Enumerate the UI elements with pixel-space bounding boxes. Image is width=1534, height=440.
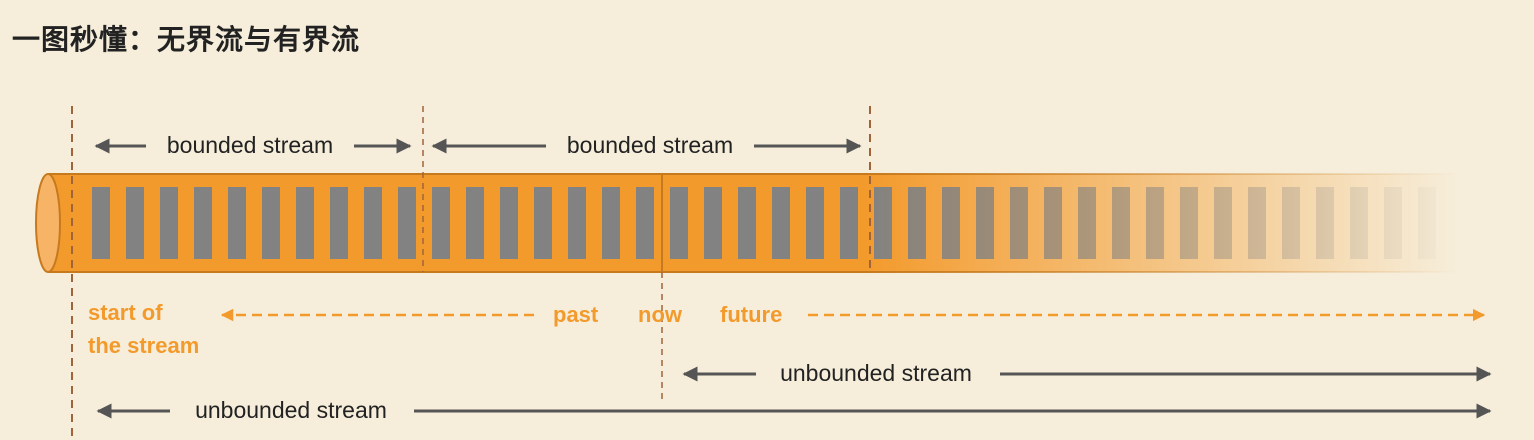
bounded-stream-1: bounded stream xyxy=(94,132,412,158)
timeline: start of the stream past now future xyxy=(88,300,1486,358)
event-slot xyxy=(840,187,858,259)
event-slot xyxy=(1112,187,1130,259)
past-label: past xyxy=(553,302,599,327)
unbounded-stream-label: unbounded stream xyxy=(195,397,387,423)
event-slot xyxy=(636,187,654,259)
event-slot xyxy=(1078,187,1096,259)
event-slot xyxy=(534,187,552,259)
event-slot xyxy=(942,187,960,259)
unbounded-stream-from-start: unbounded stream xyxy=(96,397,1492,423)
event-slot xyxy=(500,187,518,259)
event-slot xyxy=(568,187,586,259)
event-slot xyxy=(296,187,314,259)
event-slot xyxy=(874,187,892,259)
event-slot xyxy=(126,187,144,259)
event-slot xyxy=(976,187,994,259)
event-slot xyxy=(1044,187,1062,259)
event-slot xyxy=(704,187,722,259)
bounded-stream-label: bounded stream xyxy=(167,132,333,158)
event-slot xyxy=(432,187,450,259)
event-slot xyxy=(228,187,246,259)
unbounded-stream-from-now: unbounded stream xyxy=(682,360,1492,386)
event-slot xyxy=(1010,187,1028,259)
stream-tube xyxy=(35,173,1468,273)
start-of-stream-label-line2: the stream xyxy=(88,333,199,358)
event-slot xyxy=(398,187,416,259)
event-slot xyxy=(262,187,280,259)
event-slot xyxy=(1214,187,1232,259)
event-slot xyxy=(364,187,382,259)
event-slot xyxy=(330,187,348,259)
start-of-stream-label: start of xyxy=(88,300,163,325)
event-slot xyxy=(1180,187,1198,259)
now-label: now xyxy=(638,302,683,327)
event-slot xyxy=(1316,187,1334,259)
page-title: 一图秒懂：无界流与有界流 xyxy=(12,23,361,56)
event-slot xyxy=(160,187,178,259)
event-slot xyxy=(602,187,620,259)
event-slot xyxy=(670,187,688,259)
event-slot xyxy=(806,187,824,259)
bounded-stream-2: bounded stream xyxy=(431,132,862,158)
tube-start-cap xyxy=(35,173,61,273)
event-slot xyxy=(466,187,484,259)
event-slot xyxy=(1282,187,1300,259)
event-slot xyxy=(1146,187,1164,259)
event-slot xyxy=(1248,187,1266,259)
event-slot xyxy=(1350,187,1368,259)
unbounded-stream-label: unbounded stream xyxy=(780,360,972,386)
event-slot xyxy=(1418,187,1436,259)
event-slot xyxy=(772,187,790,259)
event-slot xyxy=(194,187,212,259)
future-label: future xyxy=(720,302,782,327)
event-slot xyxy=(908,187,926,259)
bounded-stream-label: bounded stream xyxy=(567,132,733,158)
event-slot xyxy=(738,187,756,259)
event-slot xyxy=(92,187,110,259)
event-slot xyxy=(1384,187,1402,259)
event-slots xyxy=(92,187,1436,259)
